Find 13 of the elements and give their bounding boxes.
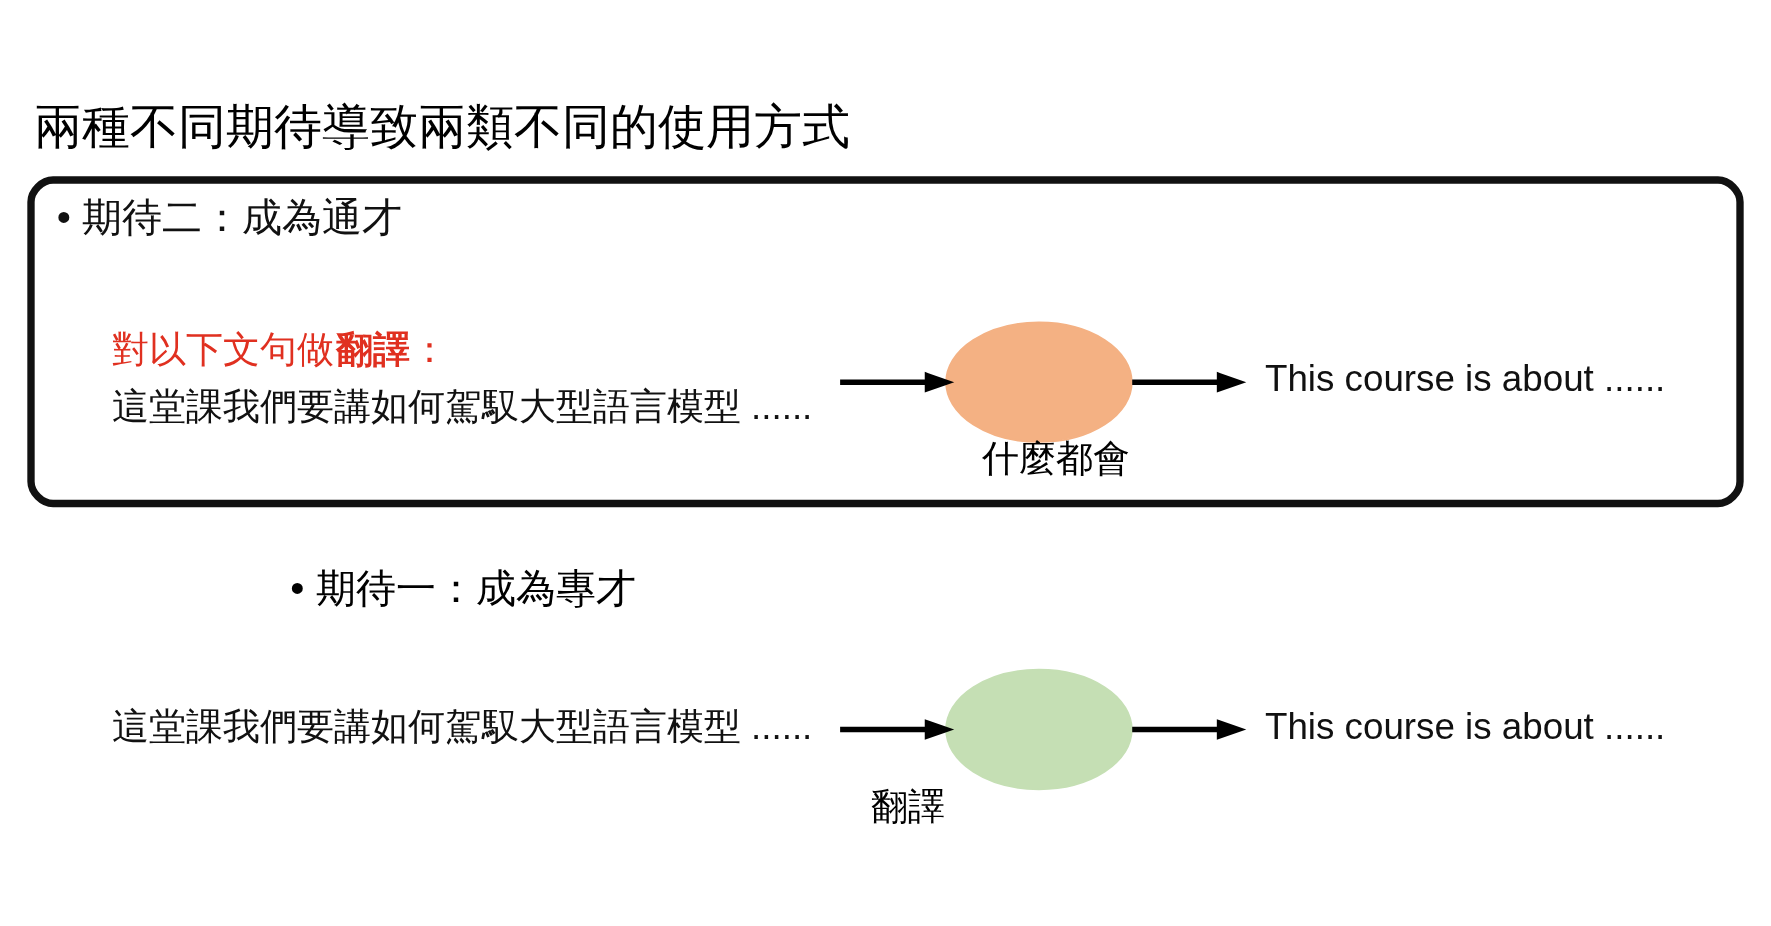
label: • 期待一：成為專才 [290,564,636,611]
arrow [1132,371,1247,392]
arrow [840,718,955,740]
arrow [1132,718,1247,740]
node-text: This course is about ...... [1264,357,1666,399]
node-label: 什麼都會 [982,437,1131,479]
node-text: 這堂課我們要講如何駕馭大型語言模型 ...... [111,705,813,747]
node-text: 對以下文句做翻譯： 這堂課我們要講如何駕馭大型語言模型 ...... [111,328,813,427]
node-text: This course is about ...... [1264,705,1666,747]
node-circle [945,668,1133,790]
diagram-title: 兩種不同期待導致兩類不同的使用方式 [33,99,850,153]
arrow [840,371,955,392]
node-label: 翻譯 [871,785,946,827]
